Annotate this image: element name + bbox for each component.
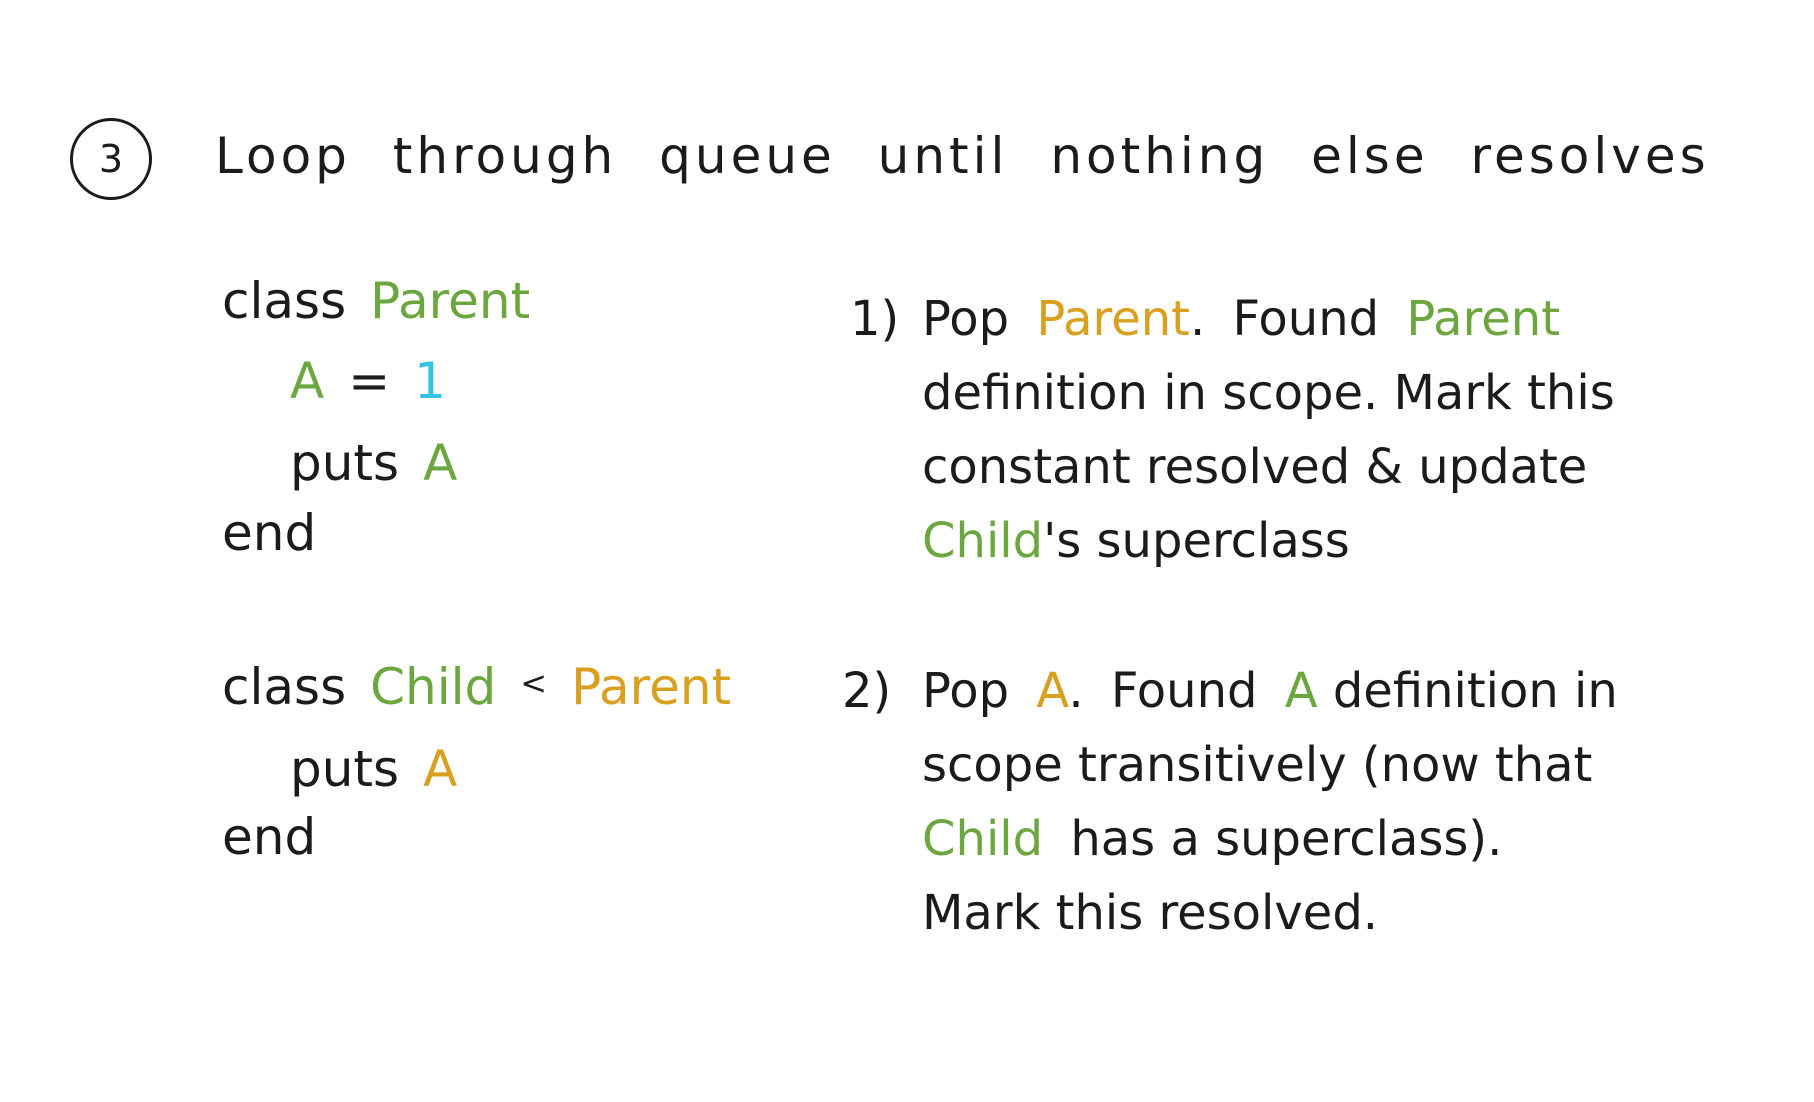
- code-keyword: puts: [290, 740, 400, 798]
- code-keyword: puts: [290, 434, 400, 492]
- code-operator: <: [520, 664, 548, 702]
- step-text-part: Mark this resolved.: [922, 885, 1379, 941]
- constant-name: A: [290, 352, 325, 410]
- superclass-name: Parent: [571, 658, 732, 716]
- step-text-part: .: [1068, 663, 1084, 719]
- code-line: A=1: [290, 356, 446, 406]
- found-constant: A: [1284, 663, 1318, 719]
- step-text-part: 's superclass: [1043, 513, 1350, 569]
- step-text-part: update: [1418, 439, 1588, 495]
- step-text-part: Pop: [922, 291, 1010, 347]
- constant-value: 1: [414, 352, 446, 410]
- step-text-part: definition in scope. Mark this constant …: [922, 365, 1615, 495]
- step-item-text: Pop Parent. Found Parent definition in s…: [922, 282, 1742, 578]
- step-title: Loop through queue until nothing else re…: [215, 127, 1710, 185]
- step-text-part: definition in scope transitively (now th…: [922, 663, 1618, 793]
- popped-constant: Parent: [1036, 291, 1190, 347]
- class-name-child: Child: [370, 658, 497, 716]
- step-text-part: has a superclass).: [1070, 811, 1503, 867]
- constant-reference: A: [423, 434, 458, 492]
- code-line: end: [222, 508, 316, 558]
- step-text-part: Pop: [922, 663, 1010, 719]
- class-name-parent: Parent: [370, 272, 531, 330]
- child-class-ref: Child: [922, 811, 1044, 867]
- code-keyword: end: [222, 808, 317, 866]
- child-class-ref: Child: [922, 513, 1044, 569]
- code-keyword: class: [222, 658, 347, 716]
- code-keyword: class: [222, 272, 347, 330]
- step-number-badge: 3: [70, 118, 152, 200]
- step-text-part: .: [1190, 291, 1206, 347]
- step-number: 3: [98, 137, 124, 181]
- step-item-number: 2): [842, 663, 892, 719]
- popped-constant: A: [1036, 663, 1069, 719]
- step-text-part: Found: [1232, 291, 1380, 347]
- step-item-number: 1): [850, 291, 900, 347]
- found-constant: Parent: [1406, 291, 1561, 347]
- constant-reference: A: [423, 740, 458, 798]
- step-item-text: Pop A. Found A definition in scope trans…: [922, 654, 1742, 950]
- code-keyword: end: [222, 504, 317, 562]
- step-text-part: Found: [1110, 663, 1258, 719]
- code-operator: =: [348, 352, 391, 410]
- code-line: end: [222, 812, 316, 862]
